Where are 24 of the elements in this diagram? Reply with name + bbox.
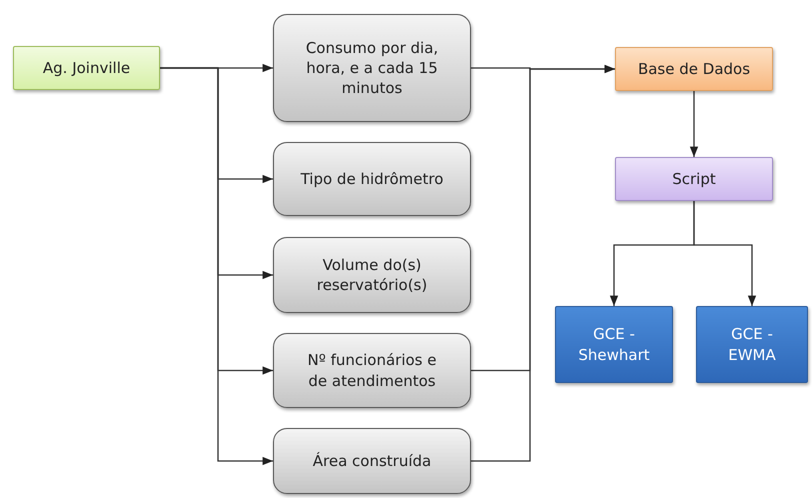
data-box: [273, 142, 471, 216]
node-label: Volume do(s) reservatório(s): [316, 254, 428, 296]
data-box: [273, 428, 471, 494]
node-label: Script: [672, 168, 716, 190]
database-box: [615, 47, 773, 91]
node-label: Ag. Joinville: [42, 58, 130, 78]
data-box: [273, 237, 471, 313]
connector-arrow: [693, 201, 756, 306]
node-label: Tipo de hidrômetro: [300, 168, 444, 190]
node-label: Base de Dados: [638, 58, 750, 80]
node-label: GCE - Shewhart: [577, 324, 651, 365]
node-label: Área construída: [312, 450, 432, 472]
connector-arrow: [160, 67, 273, 466]
chart-box: [696, 306, 808, 383]
connector-arrow: [690, 91, 698, 157]
node-label: GCE - EWMA: [727, 324, 777, 365]
data-box: [273, 14, 471, 122]
connector-arrow: [471, 64, 615, 462]
process-box: [615, 157, 773, 201]
data-box: [273, 333, 471, 408]
node-label: Nº funcionários e de atendimentos: [306, 350, 438, 391]
source-box: [13, 46, 160, 90]
chart-box: [555, 306, 673, 383]
node-label: Consumo por dia, hora, e a cada 15 minutos: [304, 38, 440, 98]
